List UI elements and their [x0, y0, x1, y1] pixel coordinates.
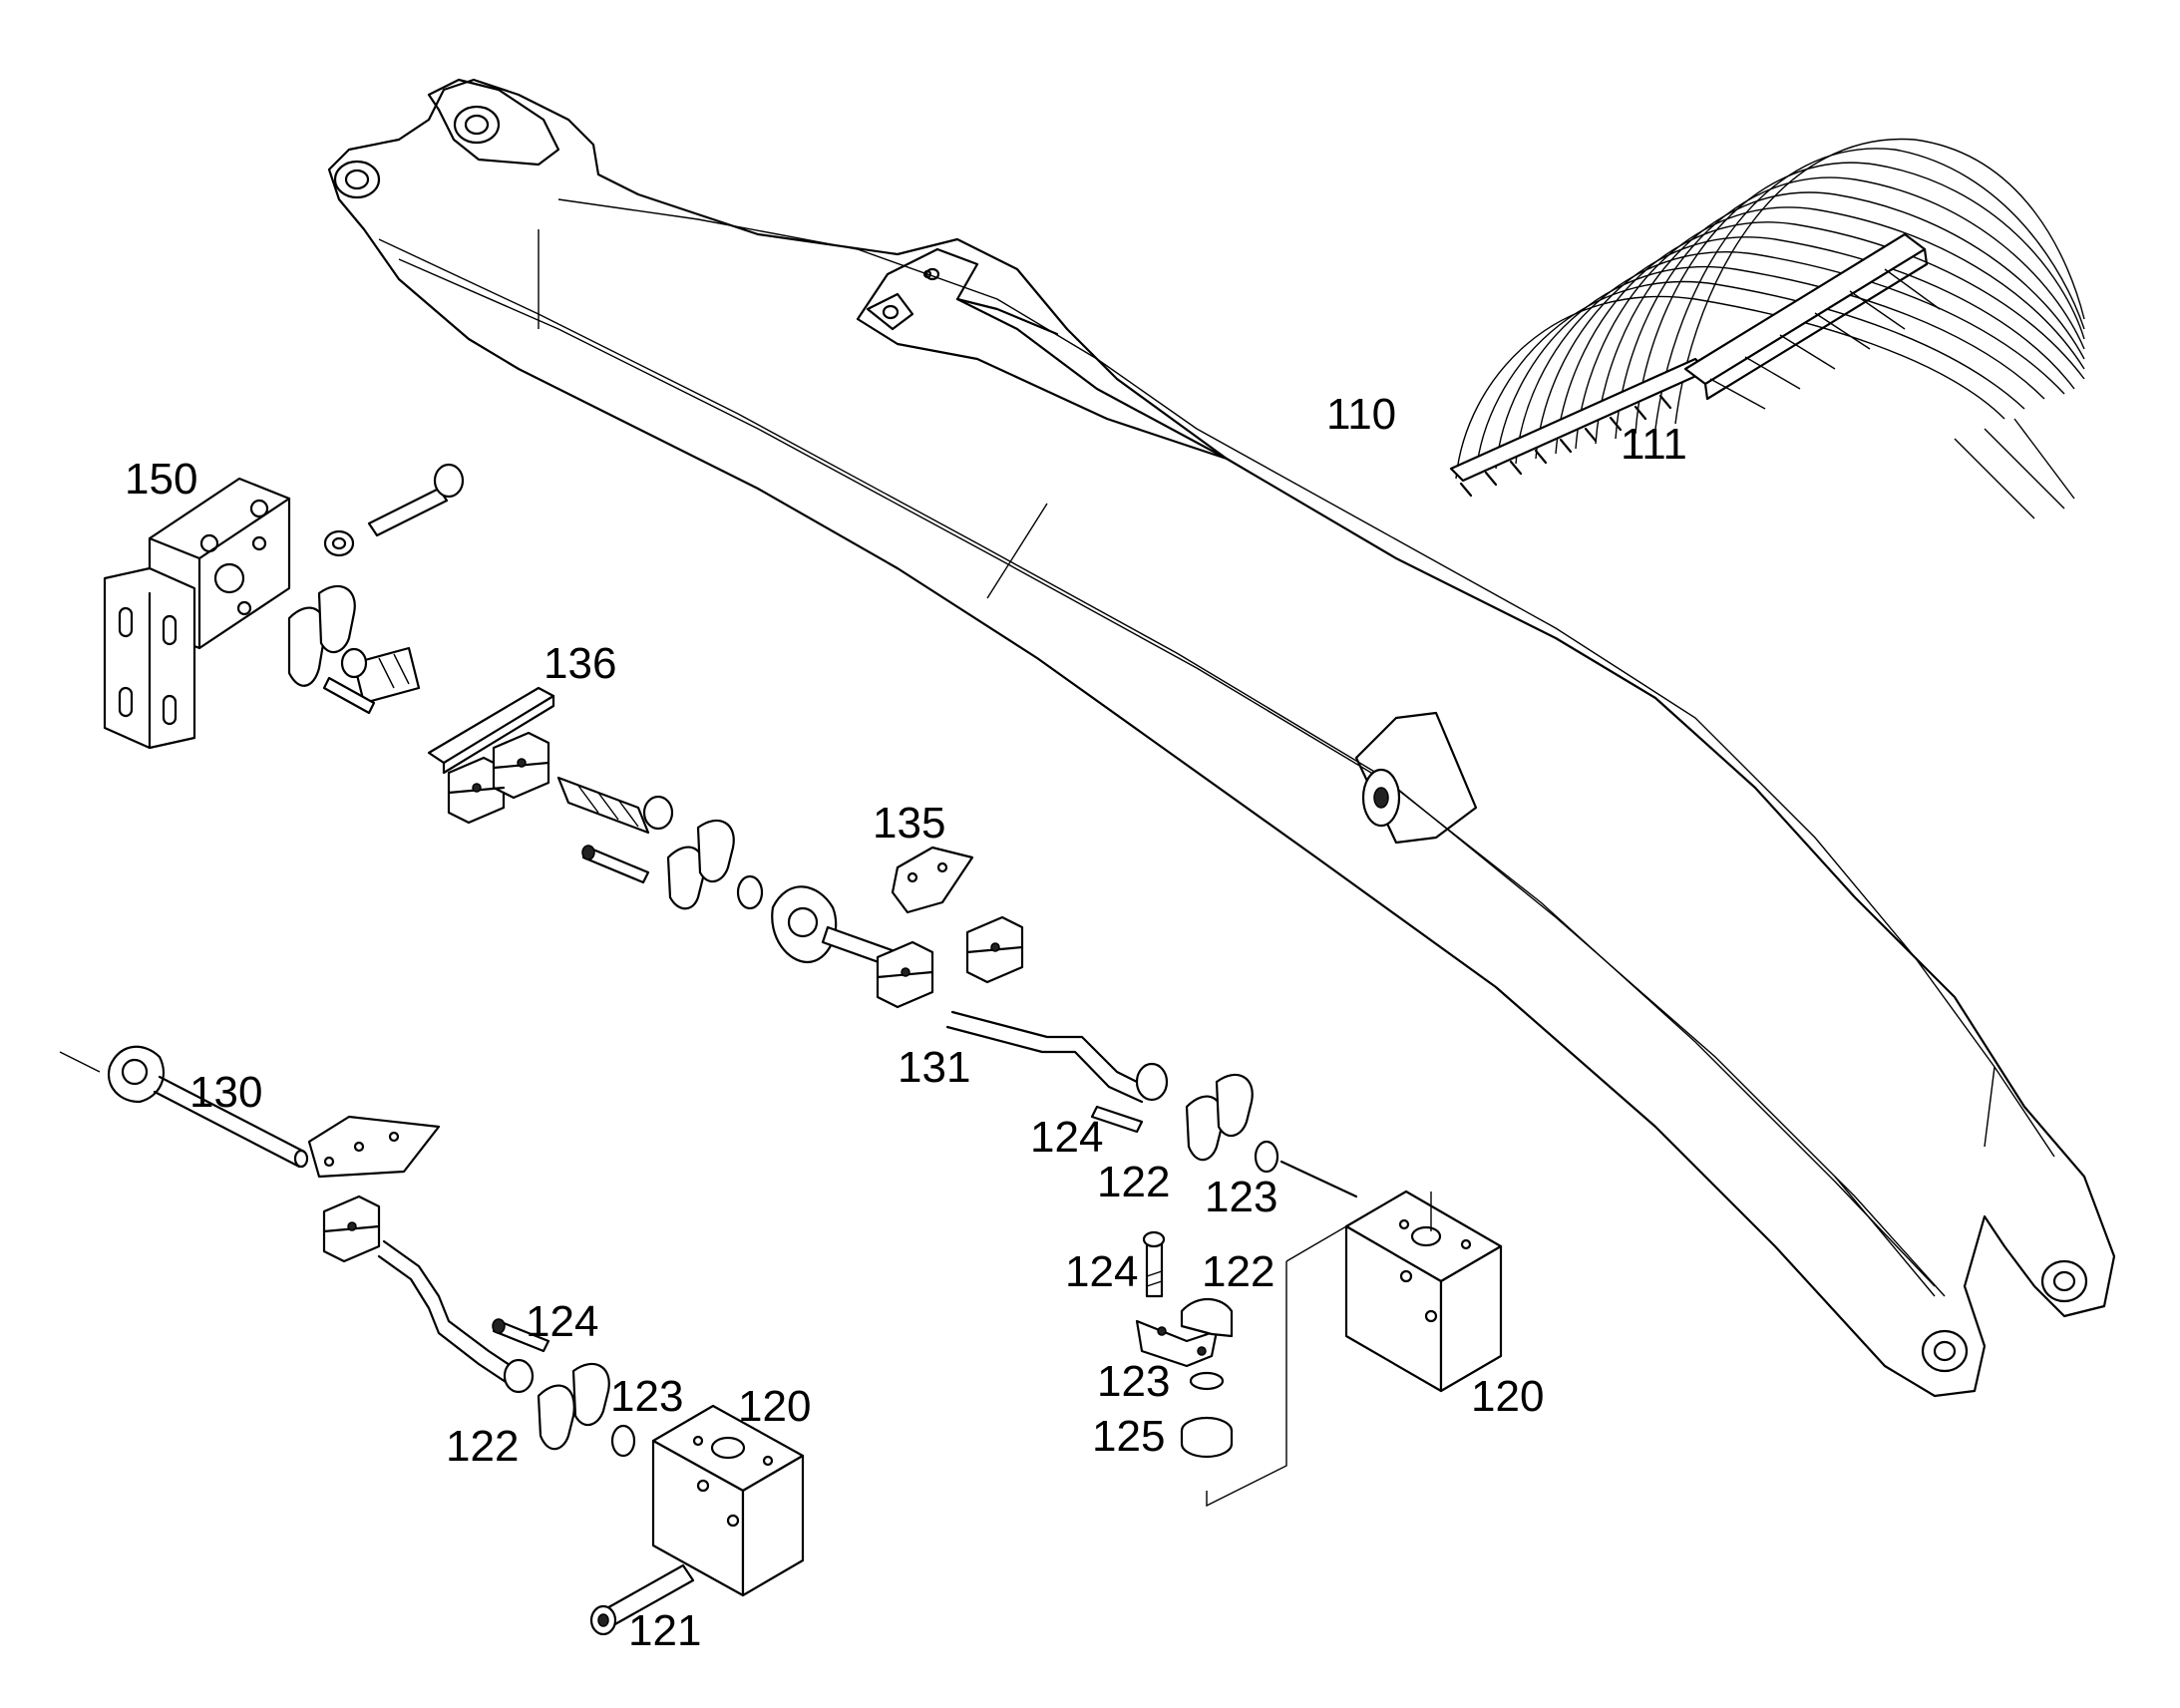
- label-131: 131: [898, 1043, 970, 1092]
- pipe-131-assembly: [945, 1010, 1358, 1198]
- label-123-right: 123: [1097, 1357, 1170, 1406]
- flange-clamp-assembly-135: [771, 846, 1024, 1009]
- pipe-130-assembly: [59, 1045, 636, 1458]
- label-122-upper: 122: [1097, 1158, 1170, 1206]
- label-136: 136: [544, 639, 616, 688]
- label-123-upper: 123: [1205, 1173, 1277, 1221]
- label-121: 121: [628, 1606, 701, 1655]
- valve-block-left: [589, 1404, 805, 1636]
- hose-bundle: [1449, 138, 2085, 519]
- valve-block-right: [1135, 1190, 1503, 1508]
- label-122-left: 122: [446, 1422, 519, 1471]
- label-120-right: 120: [1471, 1372, 1544, 1421]
- label-110: 110: [1326, 390, 1396, 439]
- label-125: 125: [1092, 1412, 1165, 1461]
- flange-plate-assembly: [103, 463, 465, 750]
- label-135: 135: [873, 799, 945, 848]
- part-callout-labels: 110 111 150 136 135 131 130 124 122 123 …: [125, 390, 1687, 1655]
- label-111: 111: [1621, 420, 1687, 469]
- label-124-right: 124: [1065, 1247, 1138, 1296]
- pipe-clamp-assembly-136: [427, 686, 764, 910]
- boom-arm: [327, 78, 2116, 1398]
- label-124-upper: 124: [1030, 1113, 1103, 1162]
- label-122-right: 122: [1202, 1247, 1274, 1296]
- label-130: 130: [189, 1068, 262, 1117]
- label-150: 150: [125, 455, 197, 504]
- label-120-left: 120: [738, 1382, 811, 1431]
- label-123-left: 123: [610, 1372, 683, 1421]
- label-124-left: 124: [526, 1297, 598, 1346]
